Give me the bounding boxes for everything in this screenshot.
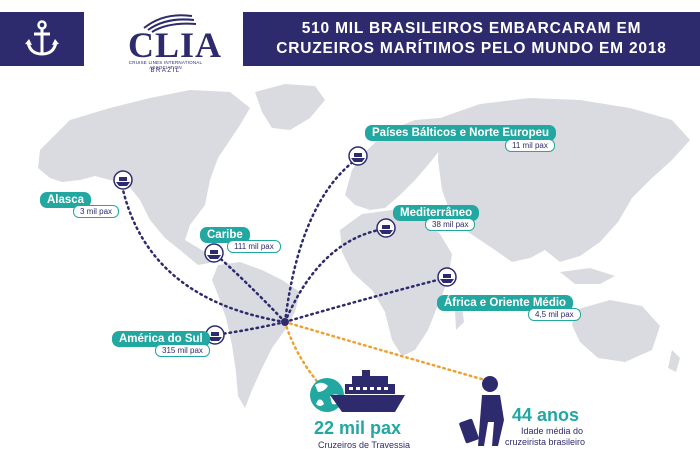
- title-banner: 510 MIL BRASILEIROS EMBARCARAM EM CRUZEI…: [243, 12, 700, 66]
- route-idade: [283, 320, 487, 382]
- madagascar-landmass: [455, 306, 464, 330]
- route-mediterraneo: [283, 227, 386, 324]
- pax-mediterraneo: 38 mil pax: [425, 218, 476, 231]
- age-label-line2: cruzeirista brasileiro: [505, 437, 586, 447]
- marker-alasca-ship-icon: [113, 170, 133, 190]
- route-baltico: [283, 156, 360, 324]
- label-america-do-sul: América do Sul: [112, 331, 210, 347]
- age-label-line1: Idade média do: [521, 426, 584, 436]
- marker-mediterraneo-ship-icon: [376, 218, 396, 238]
- marker-africa-ship-icon: [437, 267, 457, 287]
- label-baltico: Países Bálticos e Norte Europeu: [365, 125, 557, 141]
- route-travessia: [283, 320, 322, 387]
- title-line-2: CRUZEIROS MARÍTIMOS PELO MUNDO EM 2018: [276, 40, 667, 57]
- indonesia-landmass: [560, 268, 615, 284]
- label-africa: África e Oriente Médio: [437, 295, 574, 311]
- marker-caribe-ship-icon: [204, 243, 224, 263]
- world-map: [38, 84, 690, 446]
- route-america-do-sul: [213, 320, 287, 337]
- pax-baltico: 11 mil pax: [505, 139, 555, 152]
- title-line-1: 510 MIL BRASILEIROS EMBARCARAM EM: [301, 20, 642, 37]
- label-caribe: Caribe: [200, 227, 250, 243]
- north-america-landmass: [38, 90, 250, 265]
- asia-landmass: [438, 98, 690, 262]
- logo-wordmark: CLIA: [128, 25, 223, 65]
- logo-subtitle: CRUISE LINES INTERNATIONAL ASSOCIATION: [128, 60, 203, 70]
- clia-logo: CLIA CRUISE LINES INTERNATIONAL ASSOCIAT…: [108, 10, 221, 80]
- label-mediterraneo: Mediterrâneo: [393, 205, 480, 221]
- big-ship-icon: [330, 370, 405, 412]
- marker-baltico-ship-icon: [348, 146, 368, 166]
- logo-ship-icon: [143, 14, 197, 33]
- crossings-label: Cruzeiros de Travessia: [318, 440, 411, 450]
- greenland-landmass: [255, 84, 325, 130]
- label-alasca: Alasca: [40, 192, 92, 208]
- route-africa: [283, 276, 447, 324]
- logo-country: BRAZIL: [150, 68, 181, 74]
- anchor-icon: [25, 20, 59, 56]
- pax-alasca: 3 mil pax: [73, 205, 120, 218]
- crossings-value: 22 mil pax: [314, 418, 402, 438]
- header-anchor-box: [0, 12, 84, 66]
- south-america-landmass: [212, 262, 300, 408]
- pax-africa: 4,5 mil pax: [528, 308, 581, 321]
- pax-caribe: 111 mil pax: [227, 240, 281, 253]
- new-zealand-landmass: [668, 350, 680, 372]
- pax-america-do-sul: 315 mil pax: [155, 344, 210, 357]
- origin-brazil-dot: [281, 318, 289, 326]
- traveler-icon: [459, 376, 504, 446]
- europe-landmass: [345, 118, 450, 210]
- route-alasca: [121, 188, 287, 324]
- australia-landmass: [572, 300, 660, 362]
- africa-landmass: [340, 210, 452, 356]
- age-value: 44 anos: [512, 405, 580, 425]
